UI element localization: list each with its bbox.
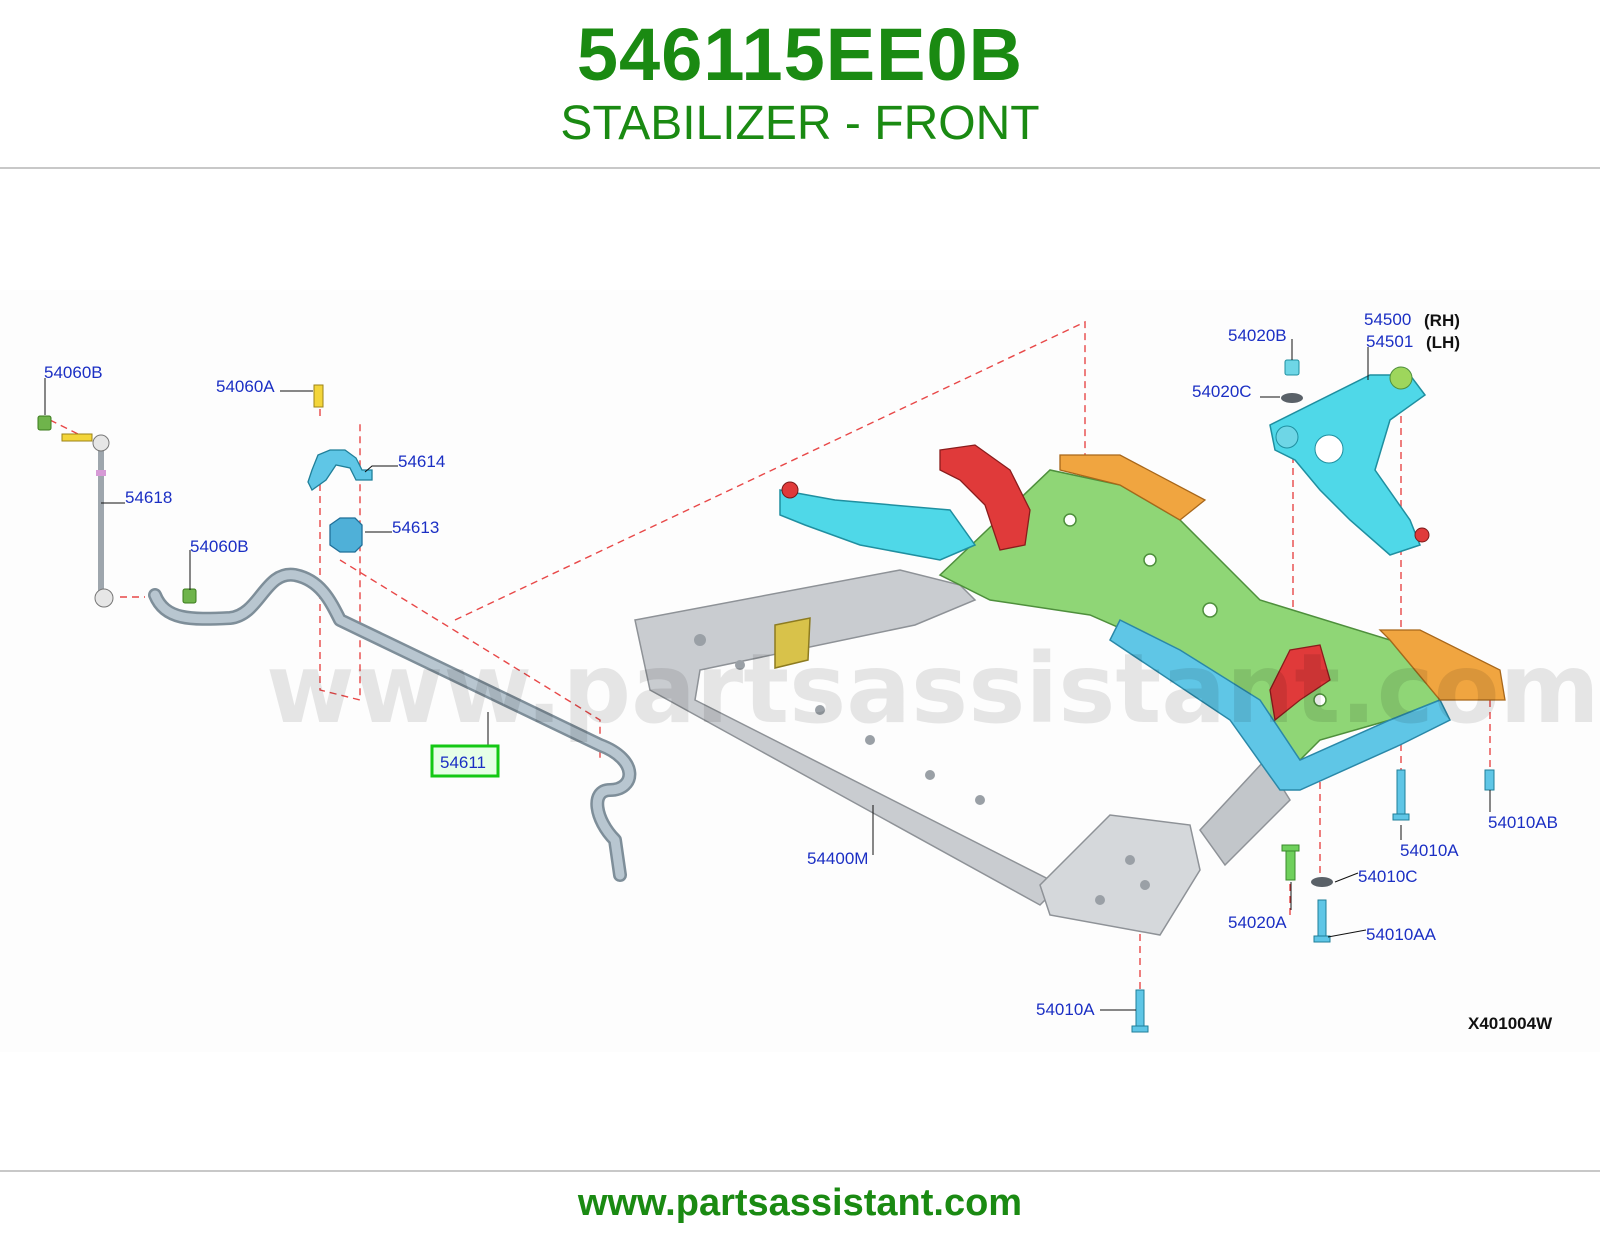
watermark-text: www.partsassistant.com — [266, 633, 1600, 745]
washer-54010C — [1311, 877, 1333, 887]
callout-54060B-top[interactable]: 54060B — [44, 363, 103, 382]
callout-54500-side: (RH) — [1424, 311, 1460, 330]
arm-bushing-front — [1275, 425, 1299, 449]
bolt-54010A-right — [1392, 769, 1410, 821]
arm-top-bushing — [1389, 366, 1413, 390]
footer-divider — [0, 1170, 1600, 1172]
nut-54060B-top — [37, 415, 52, 431]
callout-54060A[interactable]: 54060A — [216, 377, 275, 396]
stabilizer-bar — [148, 567, 637, 882]
callout-54010AB[interactable]: 54010AB — [1488, 813, 1558, 832]
footer-website-link[interactable]: www.partsassistant.com — [577, 1182, 1023, 1224]
callout-54010A-bottom[interactable]: 54010A — [1036, 1000, 1095, 1019]
callout-54613[interactable]: 54613 — [392, 518, 439, 537]
callout-54020C[interactable]: 54020C — [1192, 382, 1252, 401]
bolt-54060A — [313, 384, 324, 408]
bolt-54020A — [1281, 844, 1300, 881]
figure-id: X401004W — [1468, 1014, 1553, 1033]
callout-54010A-right[interactable]: 54010A — [1400, 841, 1459, 860]
callout-54010AA[interactable]: 54010AA — [1366, 925, 1437, 944]
nut-54020B — [1284, 359, 1300, 376]
header-divider — [0, 167, 1600, 169]
callout-54020A[interactable]: 54020A — [1228, 913, 1287, 932]
bolt-54010A-bottom — [1131, 989, 1149, 1033]
callout-54010C[interactable]: 54010C — [1358, 867, 1418, 886]
bushing-clamp — [307, 449, 373, 491]
ball-joint-left — [781, 481, 799, 499]
subframe-red-brackets — [939, 444, 1331, 722]
subframe-gray-frame — [634, 569, 1291, 936]
lower-arm-left-installed — [779, 489, 977, 561]
link-bolt-top — [61, 433, 93, 442]
callout-leaders — [44, 339, 1491, 1011]
washer-54020C — [1281, 393, 1303, 403]
callout-54614[interactable]: 54614 — [398, 452, 445, 471]
callout-54400M[interactable]: 54400M — [807, 849, 868, 868]
stabilizer-bushing — [329, 517, 363, 553]
part-name-subtitle: STABILIZER - FRONT — [560, 97, 1040, 150]
stabilizer-link — [92, 434, 114, 608]
callout-54611-highlight — [430, 744, 500, 778]
bolt-54010AA — [1313, 899, 1331, 943]
arm-ball-joint-red — [1414, 527, 1430, 543]
bolt-54010AB — [1484, 769, 1495, 791]
subframe-orange-brackets — [1059, 454, 1506, 701]
callout-54500[interactable]: 54500 — [1364, 310, 1411, 329]
callout-54020B[interactable]: 54020B — [1228, 326, 1287, 345]
arm-bushing-rear — [1314, 434, 1344, 464]
callout-54618[interactable]: 54618 — [125, 488, 172, 507]
callout-54501[interactable]: 54501 — [1366, 332, 1413, 351]
part-number-title: 546115EE0B — [576, 13, 1024, 96]
nut-54060B-mid — [182, 588, 197, 604]
callout-54060B-mid[interactable]: 54060B — [190, 537, 249, 556]
callout-54501-side: (LH) — [1426, 333, 1460, 352]
callout-54611[interactable]: 54611 — [440, 753, 486, 772]
